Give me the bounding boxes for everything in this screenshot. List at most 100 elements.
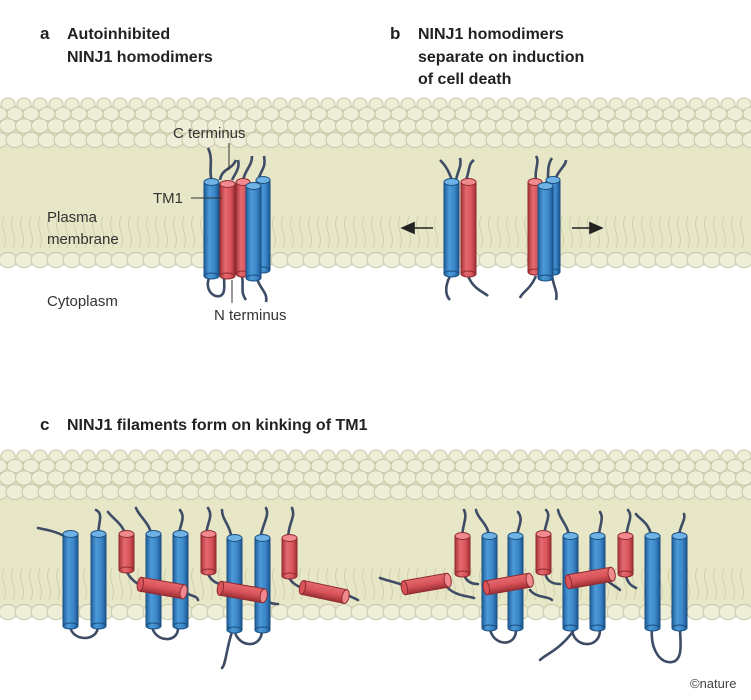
lipid-tail <box>101 215 105 249</box>
helix-body <box>460 181 477 275</box>
red-helix <box>454 532 471 578</box>
helix-body <box>62 533 79 627</box>
lipid-head <box>69 131 89 149</box>
lipid-head <box>110 603 130 621</box>
red-helix <box>118 530 135 574</box>
lipid-head <box>101 131 121 149</box>
lipid-tail <box>650 215 654 249</box>
lipid-head <box>367 470 385 486</box>
helix-top <box>235 178 251 186</box>
lipid-head <box>366 251 386 269</box>
lipid-head <box>303 470 321 486</box>
lipid-head <box>479 118 497 134</box>
lipid-head <box>111 118 129 134</box>
lipid-head <box>703 118 721 134</box>
helix-bottom <box>226 626 243 634</box>
lipid-head <box>159 470 177 486</box>
loop <box>544 574 562 586</box>
red-helix <box>535 530 552 576</box>
lipid-head <box>734 603 751 621</box>
helix-body <box>535 533 552 573</box>
lipid-tail <box>641 215 645 249</box>
lipid-tail <box>119 215 123 249</box>
lipid-head <box>622 603 642 621</box>
helix-bottom <box>254 626 271 634</box>
blue-helix <box>671 532 688 632</box>
lipid-head <box>270 603 290 621</box>
membrane-heads <box>0 449 751 621</box>
panel-c-letter: c <box>40 415 49 434</box>
lipid-tail <box>47 215 51 249</box>
lipid-tail <box>272 567 276 601</box>
helix-bottom <box>62 622 79 630</box>
lipid-head <box>581 483 601 501</box>
lipid-head <box>293 131 313 149</box>
lipid-head <box>277 483 297 501</box>
lipid-tail <box>425 215 429 249</box>
lipid-head <box>510 251 530 269</box>
lipid-head <box>719 118 737 134</box>
lipid-tail <box>83 215 87 249</box>
lipid-tail <box>29 567 33 601</box>
lipid-head <box>367 118 385 134</box>
lipid-head <box>158 251 178 269</box>
lipid-head <box>446 603 466 621</box>
lipid-head <box>15 118 33 134</box>
lipid-tail <box>380 215 384 249</box>
loop <box>624 574 638 590</box>
lipid-head <box>463 470 481 486</box>
lipid-head <box>47 470 65 486</box>
lipid-head <box>111 470 129 486</box>
lipid-head <box>5 483 25 501</box>
lipid-head <box>607 470 625 486</box>
helix-body <box>203 181 220 277</box>
lipid-head <box>389 483 409 501</box>
lipid-head <box>399 118 417 134</box>
helix-right-end <box>443 572 452 588</box>
helix-right-end <box>179 584 188 600</box>
kinked-tm1-helix <box>482 572 534 596</box>
lipid-head <box>69 483 89 501</box>
lipid-head <box>533 131 553 149</box>
lipid-head <box>629 483 649 501</box>
lipid-head <box>335 470 353 486</box>
lipid-head <box>53 131 73 149</box>
lipid-head <box>223 470 241 486</box>
lipid-head <box>495 470 513 486</box>
helix-top <box>118 530 135 538</box>
lipid-head <box>719 470 737 486</box>
lipid-head <box>671 118 689 134</box>
helix-bottom <box>644 624 661 632</box>
lipid-tail <box>128 215 132 249</box>
helix-right-end <box>525 572 534 588</box>
lipid-head <box>645 131 665 149</box>
lipid-tail <box>119 567 123 601</box>
lipid-head <box>174 251 194 269</box>
lipid-head <box>366 603 386 621</box>
lipid-head <box>735 118 751 134</box>
lipid-head <box>623 470 641 486</box>
lipid-tail <box>299 215 303 249</box>
red-helix <box>281 534 298 580</box>
lipid-tail <box>578 215 582 249</box>
kinked-tm1-helix <box>136 576 188 600</box>
lipid-head <box>709 483 729 501</box>
n-terminus-loop <box>466 275 489 297</box>
lipid-head <box>415 470 433 486</box>
lipid-head <box>270 251 290 269</box>
lipid-head <box>655 118 673 134</box>
lipid-head <box>85 483 105 501</box>
helix-bottom <box>481 624 498 632</box>
lipid-head <box>309 131 329 149</box>
lipid-head <box>622 251 642 269</box>
lipid-head <box>639 470 657 486</box>
lipid-head <box>735 470 751 486</box>
red-helix <box>617 532 634 578</box>
lipid-tail <box>506 215 510 249</box>
helix-top <box>481 532 498 540</box>
n-terminus-loop <box>444 275 452 301</box>
lipid-tail <box>353 567 357 601</box>
lipid-tail <box>191 215 195 249</box>
lipid-head <box>245 131 265 149</box>
lipid-head <box>46 251 66 269</box>
